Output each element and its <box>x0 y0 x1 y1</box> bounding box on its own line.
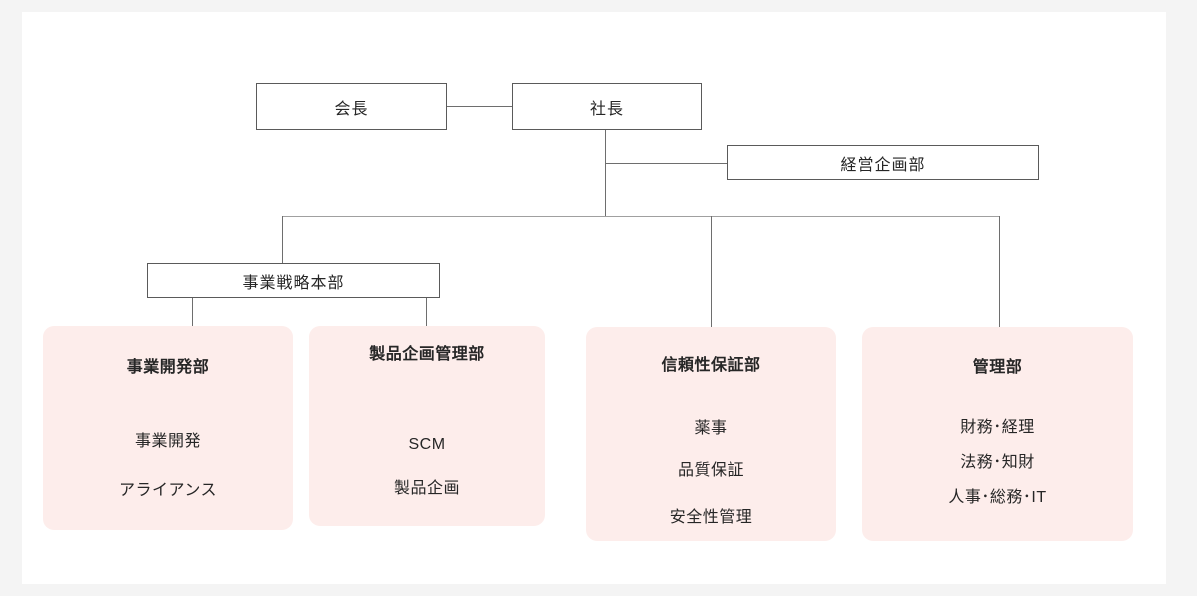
dept-card-administration: 管理部 財務･経理 法務･知財 人事･総務･IT <box>862 327 1133 541</box>
dept-title: 事業開発部 <box>126 359 210 376</box>
node-business-strategy-division: 事業戦略本部 <box>147 263 440 298</box>
dept-unit-list: 薬事 品質保証 安全性管理 <box>586 417 836 530</box>
connector-to-business-development <box>192 298 193 326</box>
dept-unit-list: 財務･経理 法務･知財 人事･総務･IT <box>862 416 1133 510</box>
dept-card-reliability-assurance: 信頼性保証部 薬事 品質保証 安全性管理 <box>586 327 836 541</box>
connector-president-down <box>605 130 606 217</box>
dept-unit: 薬事 <box>694 420 728 437</box>
node-chairman: 会長 <box>256 83 447 130</box>
connector-to-reliability <box>711 216 712 327</box>
node-chairman-label: 会長 <box>334 100 369 118</box>
dept-unit: 品質保証 <box>677 462 744 479</box>
dept-unit-list: 事業開発 アライアンス <box>43 430 293 503</box>
node-business-strategy-division-label: 事業戦略本部 <box>242 274 345 292</box>
connector-main-horizontal <box>282 216 1000 217</box>
dept-unit: アライアンス <box>118 482 218 499</box>
connector-to-product-planning <box>426 298 427 326</box>
dept-unit-list: SCM 製品企画 <box>309 433 545 501</box>
dept-unit: 安全性管理 <box>669 509 753 526</box>
connector-to-corporate-planning <box>605 163 727 164</box>
dept-unit: 製品企画 <box>393 480 460 497</box>
node-corporate-planning-label: 経営企画部 <box>840 156 926 174</box>
dept-unit: 事業開発 <box>134 433 201 450</box>
node-president-label: 社長 <box>589 100 624 118</box>
connector-to-strategy-division <box>282 216 283 263</box>
chart-card: 会長 社長 経営企画部 事業戦略本部 事業開発部 事業開発 アライアンス 製品企… <box>22 12 1166 584</box>
node-president: 社長 <box>512 83 702 130</box>
dept-card-business-development: 事業開発部 事業開発 アライアンス <box>43 326 293 530</box>
dept-unit: 人事･総務･IT <box>948 489 1047 506</box>
dept-title: 製品企画管理部 <box>369 346 485 363</box>
dept-title: 管理部 <box>972 359 1023 376</box>
dept-unit: 法務･知財 <box>960 454 1035 471</box>
connector-chairman-president <box>447 106 512 107</box>
node-corporate-planning: 経営企画部 <box>727 145 1039 180</box>
dept-unit: 財務･経理 <box>960 419 1035 436</box>
dept-unit: SCM <box>408 436 446 453</box>
dept-title: 信頼性保証部 <box>661 357 761 374</box>
connector-to-administration <box>999 216 1000 327</box>
dept-card-product-planning: 製品企画管理部 SCM 製品企画 <box>309 326 545 526</box>
